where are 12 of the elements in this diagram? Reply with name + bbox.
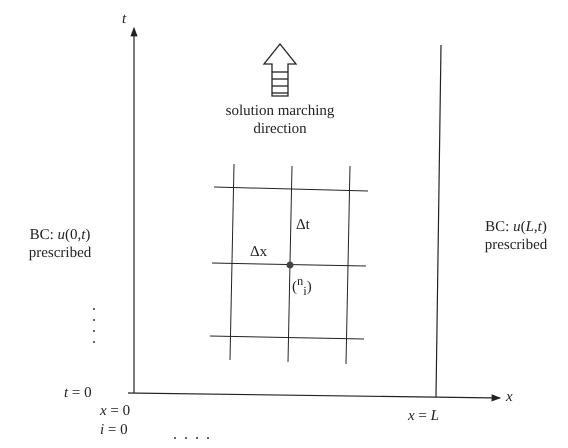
- step-label: Δx: [250, 243, 268, 261]
- step-label: Δt: [296, 216, 310, 234]
- axis-label: t: [122, 10, 126, 28]
- axis-value-label: i = 0: [100, 421, 128, 439]
- axis-value-label: x = 0: [100, 402, 130, 420]
- boundary-condition-text: BC: u(0,t) prescribed: [28, 226, 92, 262]
- grid-point-label: ($^{n}$$_{i}$): [292, 273, 312, 300]
- axis-label: x: [506, 388, 513, 406]
- direction-caption: solution marching direction: [224, 102, 336, 138]
- boundary-condition-text: BC: u(L,t) prescribed: [484, 218, 548, 254]
- axis-value-label: x = L: [408, 407, 439, 425]
- axis-value-label: t = 0: [64, 384, 92, 402]
